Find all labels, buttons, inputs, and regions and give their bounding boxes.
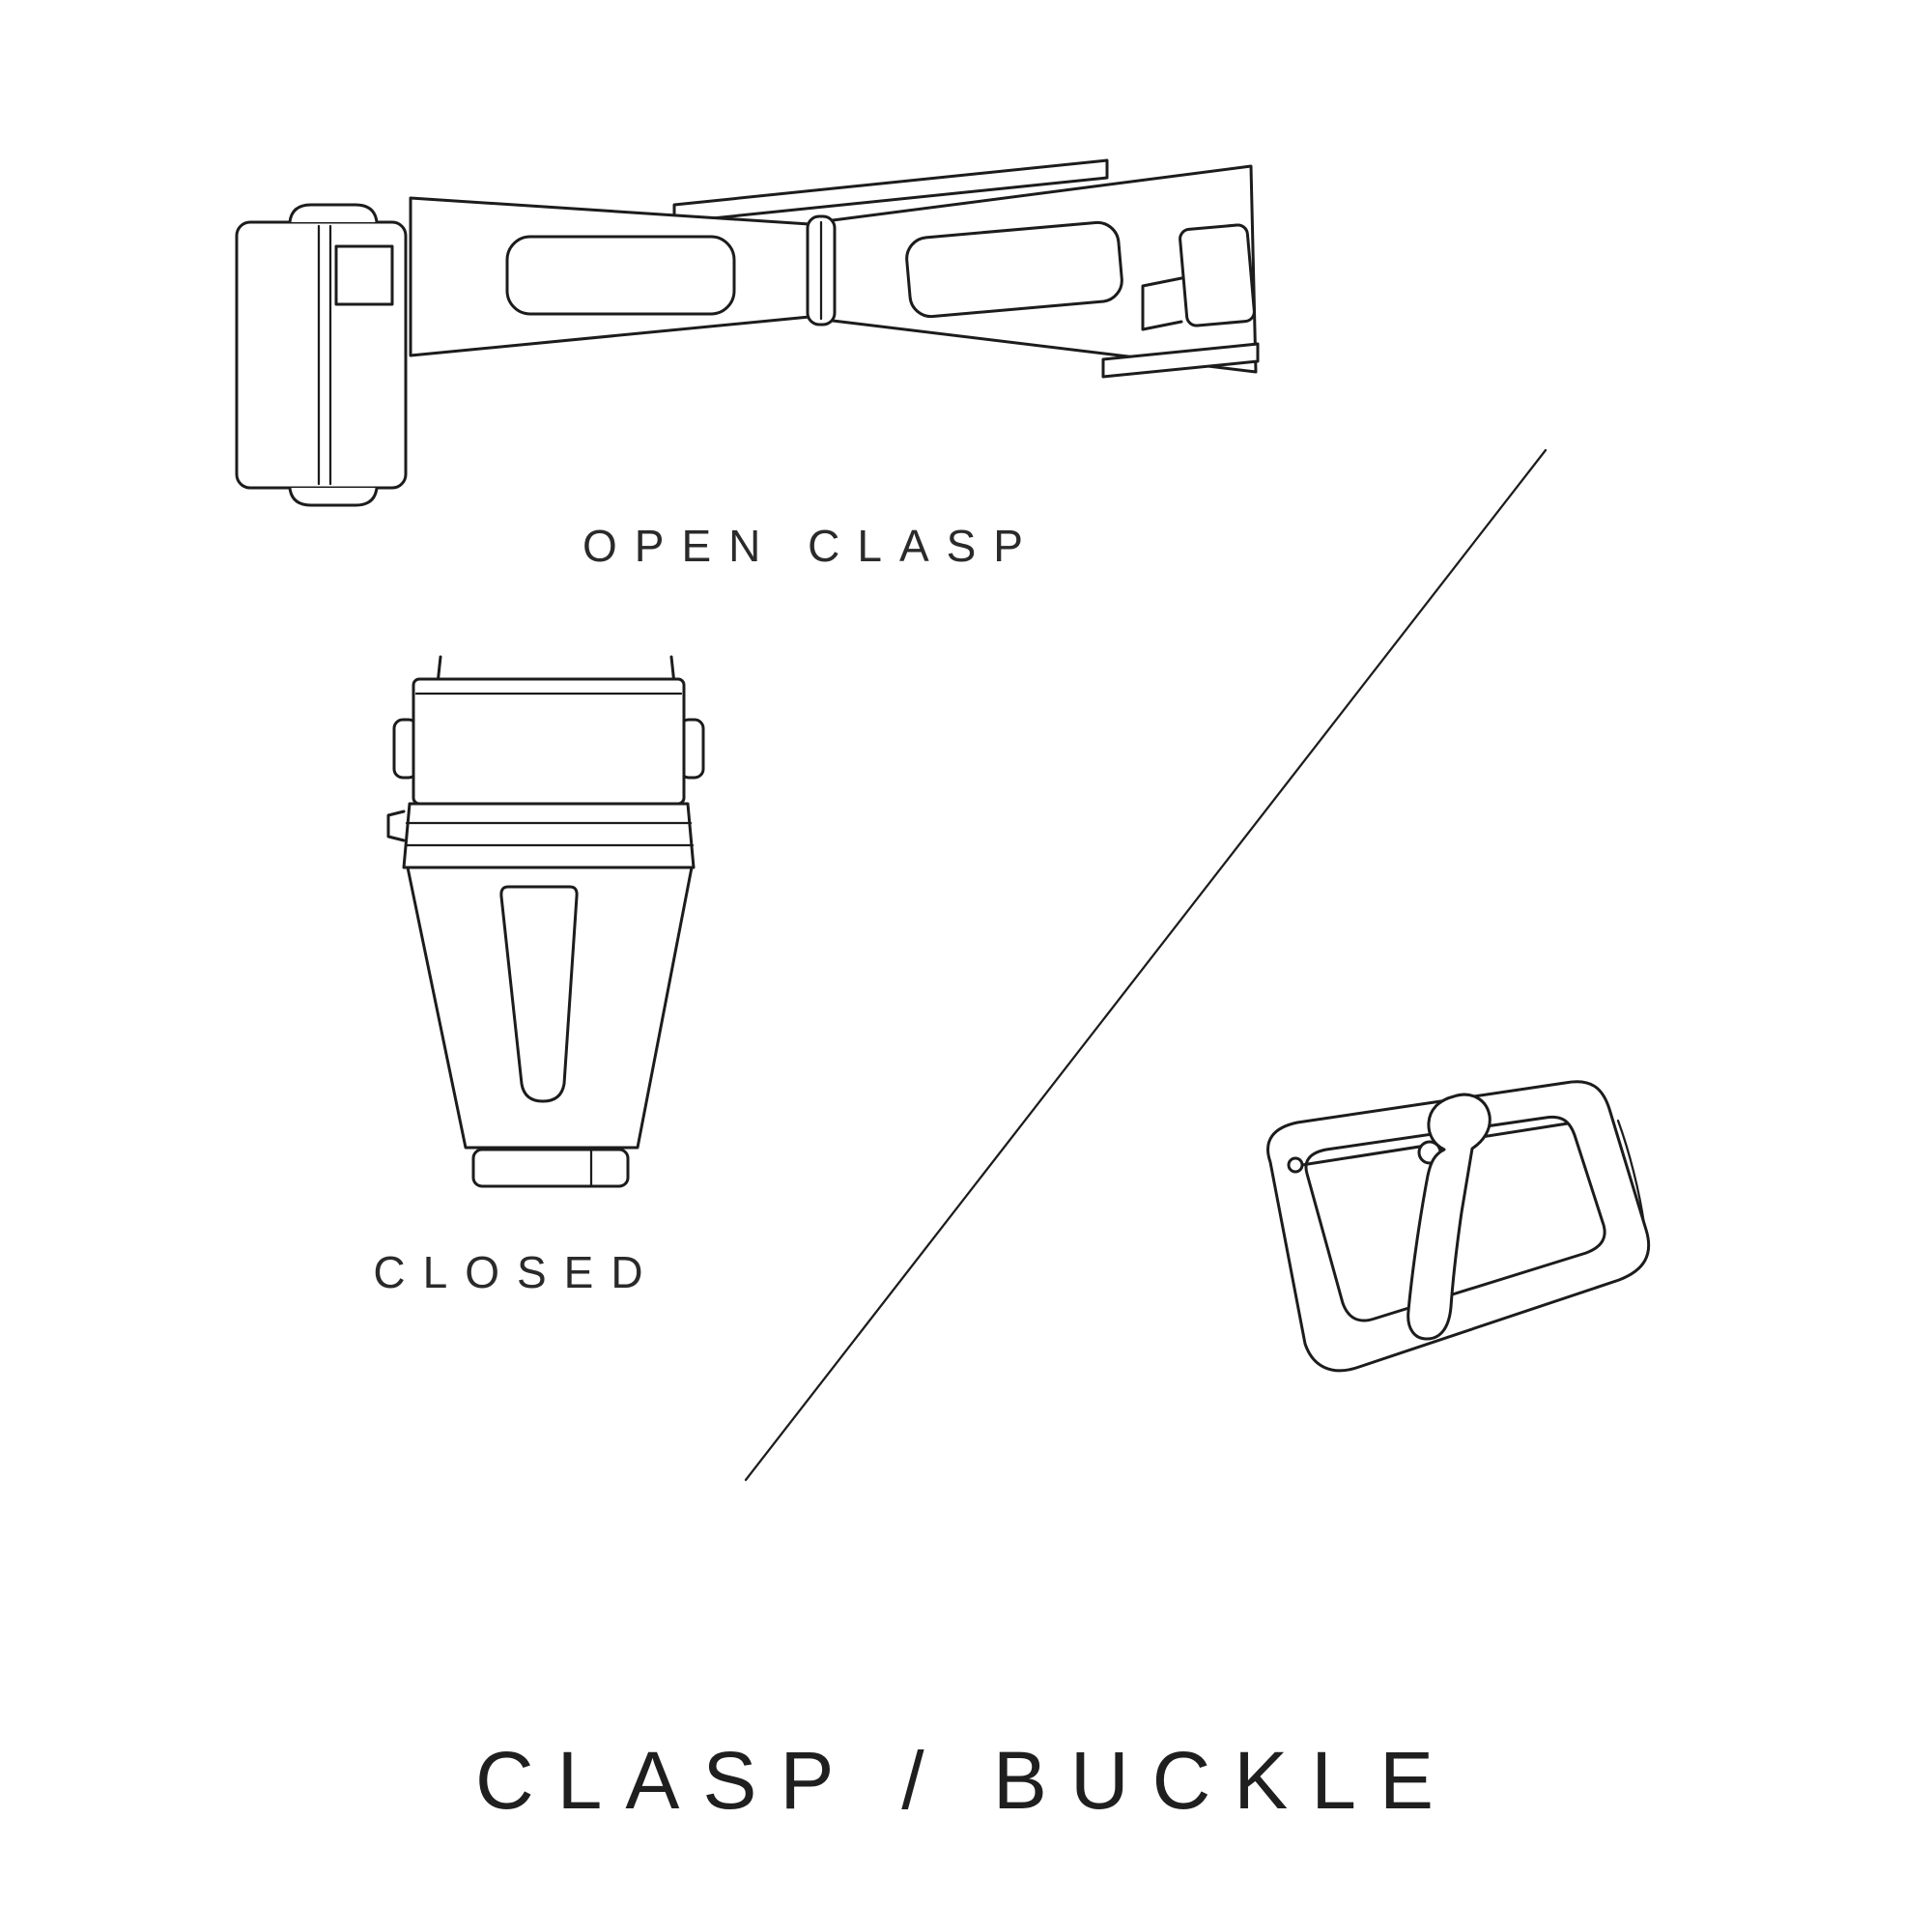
page-title: CLASP / BUCKLE	[474, 1735, 1458, 1826]
open-clasp-illustration	[235, 158, 1260, 507]
tang-buckle-illustration	[1266, 1080, 1651, 1373]
closed-clasp-label: CLOSED	[373, 1247, 661, 1297]
closed-clasp-illustration	[386, 655, 705, 1188]
open-clasp-label: OPEN CLASP	[582, 521, 1040, 571]
